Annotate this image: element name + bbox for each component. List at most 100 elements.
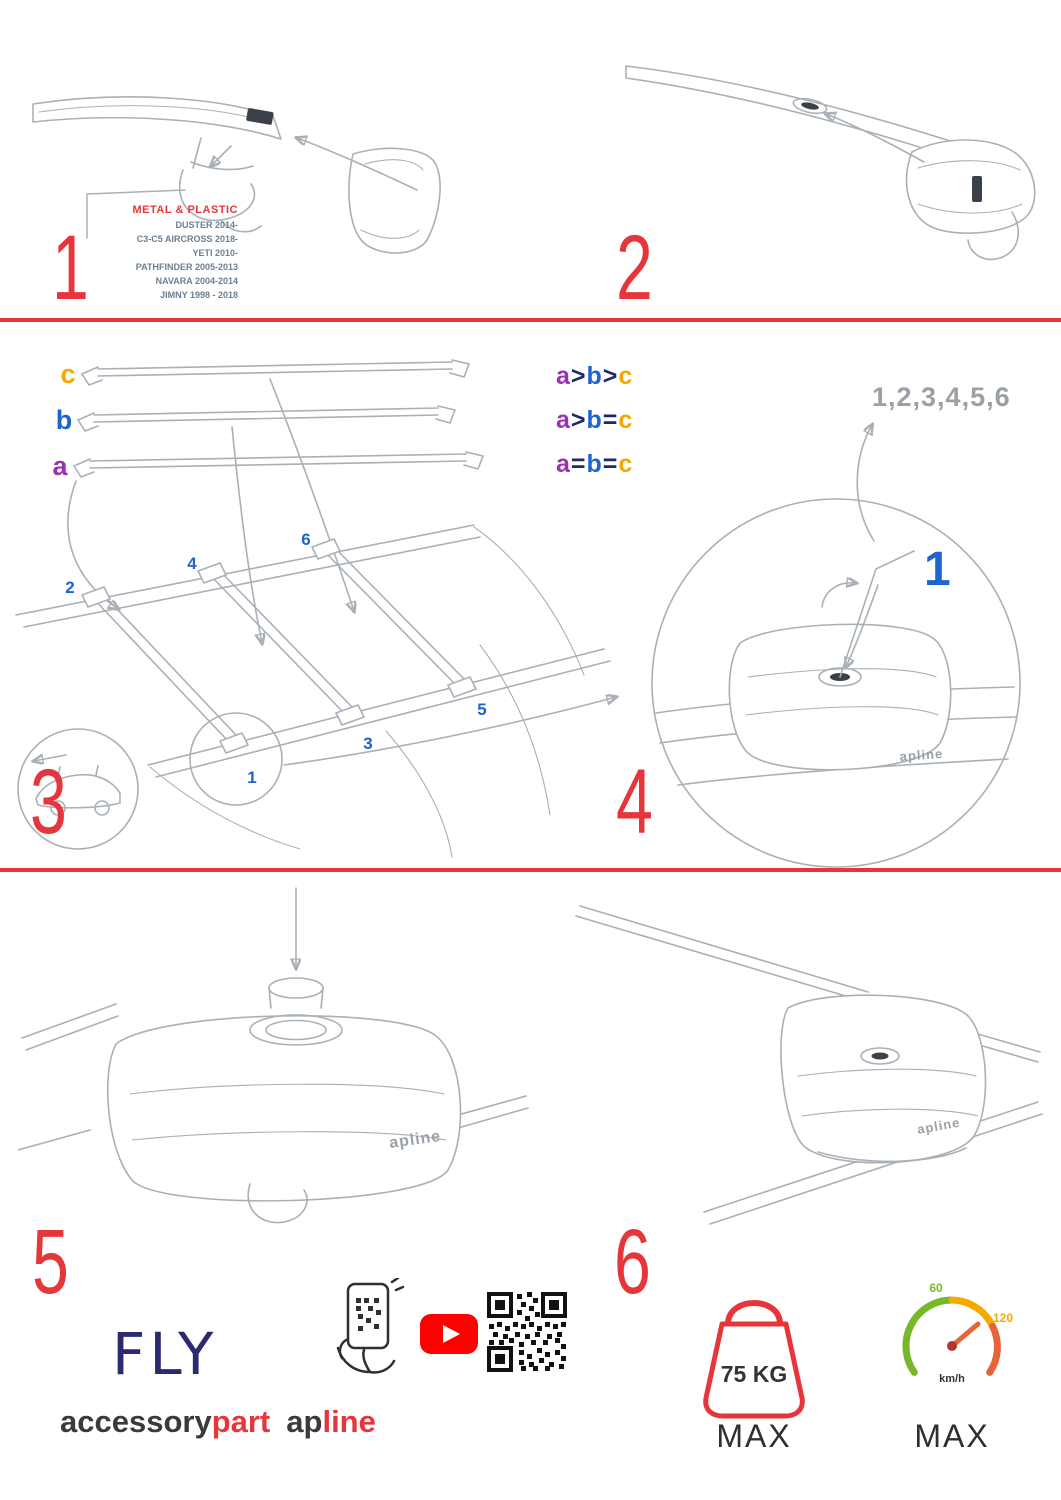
leader-c-to-position bbox=[269, 378, 354, 611]
arrow-to-sequence bbox=[856, 425, 875, 542]
cmp-char: b bbox=[586, 406, 603, 434]
bar-label-b: b bbox=[56, 405, 73, 435]
gauge-tick-120: 120 bbox=[993, 1311, 1013, 1325]
max-weight-icon: 75 KG bbox=[703, 1300, 805, 1419]
gauge-tick-60: 60 bbox=[929, 1281, 943, 1295]
cmp-char: > bbox=[570, 406, 587, 434]
phone-qr-pixels bbox=[356, 1298, 381, 1331]
sequence-start-number: 1 bbox=[924, 543, 951, 596]
foot-brand-label: apline bbox=[916, 1115, 962, 1137]
wordmark-line: line bbox=[322, 1404, 376, 1439]
car-direction-arrow bbox=[34, 755, 67, 761]
bolt-hole bbox=[871, 1052, 889, 1060]
roof-position-4: 4 bbox=[187, 554, 197, 573]
step-3-illustration: c b a 2 4 6 1 3 5 bbox=[15, 359, 630, 858]
model-item: JIMNY 1998 - 2018 bbox=[160, 289, 238, 300]
size-comparison-3: a=b=c bbox=[556, 450, 633, 479]
roof-top-view-drawing bbox=[15, 524, 611, 858]
cmp-char: a bbox=[556, 406, 571, 434]
bar-label-c: c bbox=[60, 359, 75, 389]
cmp-char: = bbox=[602, 450, 619, 478]
leader-b-to-position bbox=[231, 426, 262, 643]
section-divider-bottom bbox=[0, 868, 1061, 872]
arrow-foot-into-slot bbox=[826, 114, 925, 163]
rotate-key-arrow bbox=[821, 583, 856, 608]
cmp-char: c bbox=[618, 362, 634, 390]
cmp-char: a bbox=[556, 450, 571, 478]
roof-position-6: 6 bbox=[301, 530, 310, 549]
leader-line-to-models bbox=[86, 189, 186, 239]
car-inset-drawing bbox=[17, 728, 139, 850]
step-1-number: 1 bbox=[52, 217, 89, 319]
step-3-number: 3 bbox=[30, 751, 67, 853]
max-weight-value: 75 KG bbox=[721, 1361, 787, 1387]
foot-brand-label: apline bbox=[899, 746, 944, 764]
step-6-illustration: apline bbox=[575, 905, 1043, 1225]
foot-cap-drawing: apline bbox=[18, 977, 529, 1224]
step-5-illustration: apline bbox=[18, 887, 529, 1224]
step-4-number: 4 bbox=[616, 751, 653, 853]
material-label: METAL & PLASTIC bbox=[132, 204, 238, 216]
cmp-char: = bbox=[602, 406, 619, 434]
zoom-circle bbox=[651, 498, 1021, 868]
press-key-arrow bbox=[846, 584, 879, 667]
assembly-arrows bbox=[86, 138, 418, 239]
allen-key bbox=[839, 550, 915, 678]
roof-position-2: 2 bbox=[65, 578, 74, 597]
section-divider-top bbox=[0, 318, 1061, 322]
mounted-foot-drawing: apline bbox=[575, 905, 1043, 1225]
step-6-number: 6 bbox=[614, 1211, 651, 1313]
cmp-char: b bbox=[586, 450, 603, 478]
qr-code bbox=[487, 1292, 567, 1372]
weight-max-label: MAX bbox=[716, 1418, 792, 1454]
cmp-char: c bbox=[618, 450, 634, 478]
gauge-needle bbox=[949, 1321, 981, 1349]
detail-highlight-ring bbox=[189, 712, 283, 806]
arrow-clamp bbox=[211, 145, 232, 166]
scan-qr-phone-icon bbox=[336, 1278, 405, 1374]
youtube-icon bbox=[420, 1314, 478, 1354]
tightening-sequence-label: 1,2,3,4,5,6 bbox=[872, 382, 1011, 412]
product-name: FLY bbox=[112, 1320, 218, 1388]
bar-slot bbox=[801, 102, 819, 110]
wordmark-accessory: accessory bbox=[60, 1404, 212, 1439]
leader-a-to-position bbox=[67, 480, 118, 609]
size-comparison-1: a>b>c bbox=[556, 362, 633, 391]
wordmark-ap: ap bbox=[286, 1404, 323, 1439]
arrow-to-zoom-circle bbox=[283, 697, 616, 766]
step-1-illustration bbox=[32, 96, 441, 254]
model-item: NAVARA 2004-2014 bbox=[155, 275, 238, 286]
cmp-char: > bbox=[570, 362, 587, 390]
max-speed-gauge-icon: 60 120 km/h bbox=[902, 1281, 1013, 1385]
apline-logo-patch bbox=[972, 176, 982, 202]
step-2-illustration bbox=[625, 65, 1036, 261]
crossbar-end-exploded-drawing bbox=[32, 96, 441, 254]
model-item: DUSTER 2014- bbox=[175, 220, 238, 230]
model-item: YETI 2010- bbox=[192, 247, 238, 258]
size-comparison-2: a>b=c bbox=[556, 406, 633, 435]
step-2-number: 2 bbox=[616, 217, 653, 319]
cmp-char: b bbox=[586, 362, 603, 390]
step-1-fitment-info: METAL & PLASTIC DUSTER 2014- C3-C5 AIRCR… bbox=[70, 204, 238, 303]
model-list: DUSTER 2014- C3-C5 AIRCROSS 2018- YETI 2… bbox=[70, 219, 238, 303]
roof-position-1: 1 bbox=[247, 768, 256, 787]
step-4-illustration: apline 1 bbox=[651, 345, 1021, 868]
cmp-char: > bbox=[602, 362, 619, 390]
model-item: C3-C5 AIRCROSS 2018- bbox=[136, 233, 238, 244]
bar-label-a: a bbox=[52, 451, 68, 481]
wordmark-part: part bbox=[211, 1404, 271, 1439]
cmp-char: a bbox=[556, 362, 571, 390]
apline-logo-patch bbox=[246, 108, 274, 125]
step-5-number: 5 bbox=[32, 1211, 69, 1313]
model-item: PATHFINDER 2005-2013 bbox=[135, 261, 238, 272]
roof-position-5: 5 bbox=[477, 700, 486, 719]
bar-and-foot-drawing bbox=[625, 65, 1036, 261]
gauge-unit: km/h bbox=[939, 1373, 965, 1385]
speed-max-label: MAX bbox=[914, 1418, 990, 1454]
cmp-char: c bbox=[618, 406, 634, 434]
foot-tightening-drawing: apline bbox=[655, 550, 1017, 786]
arrow-cover-to-bar bbox=[297, 138, 418, 191]
cmp-char: = bbox=[570, 450, 587, 478]
